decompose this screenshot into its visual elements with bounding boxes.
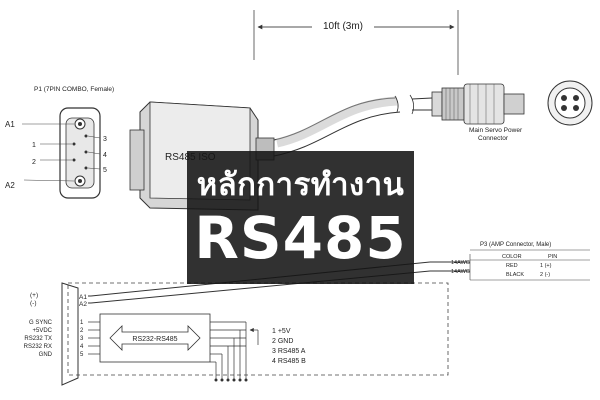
wire-red-pin: 1 (+) <box>540 263 552 269</box>
p1-pin-a1: A1 <box>5 120 15 129</box>
p1-connector: P1 (7PIN COMBO, Female) A1 1 2 A2 3 4 5 <box>5 86 114 199</box>
wire-red: RED <box>506 263 518 269</box>
output-5v: 1 +5V <box>272 328 291 335</box>
p1-pin-2: 2 <box>32 159 36 166</box>
signal-rs232tx: RS232 TX <box>24 336 52 342</box>
p1-pin-1: 1 <box>32 142 36 149</box>
p1-pin-3: 3 <box>103 136 107 143</box>
p1-pin-5: 5 <box>103 167 107 174</box>
p3-header-color: COLOR <box>502 254 522 260</box>
main-connector-label-1: Main Servo Power <box>469 127 523 134</box>
converter-label: RS232-RS485 <box>132 336 177 343</box>
signal-pin-2: 2 <box>80 328 84 334</box>
overlay-title-main: RS485 <box>194 204 407 272</box>
p1-label: P1 (7PIN COMBO, Female) <box>34 86 114 93</box>
left-minus-label: (-) <box>30 300 37 307</box>
main-connector-label-2: Connector <box>478 135 509 142</box>
signal-gnd: GND <box>39 352 53 358</box>
wire-black-pin: 2 (-) <box>540 272 550 278</box>
left-a1-label: A1 <box>79 294 87 301</box>
cable <box>273 94 433 157</box>
signal-pin-4: 4 <box>80 344 84 350</box>
main-servo-connector: Main Servo Power Connector <box>431 80 593 142</box>
left-plus-label: (+) <box>30 292 38 299</box>
wire-gauge-1: 14AWG <box>451 260 470 266</box>
signal-5vdc: +5VDC <box>32 328 52 334</box>
wire-gauge-2: 14AWG <box>451 269 470 275</box>
output-gnd: 2 GND <box>272 338 293 345</box>
output-rs485a: 3 RS485 A <box>272 348 306 355</box>
p1-pin-a2: A2 <box>5 181 15 190</box>
bottom-schematic: (+) (-) A1 A2 G SYNC +5VDC RS232 TX RS23… <box>24 242 590 386</box>
p1-pin-4: 4 <box>103 152 107 159</box>
dimension-line: 10ft (3m) <box>253 10 459 75</box>
output-rs485b: 4 RS485 B <box>272 358 306 365</box>
p3-header-pin: PIN <box>548 254 557 260</box>
signal-pin-1: 1 <box>80 320 84 326</box>
left-a2-label: A2 <box>79 301 87 308</box>
signal-pin-5: 5 <box>80 352 84 358</box>
cable-length-label: 10ft (3m) <box>323 21 363 32</box>
signal-gsync: G SYNC <box>29 320 53 326</box>
overlay-title-thai: หลักการทำงาน <box>196 167 405 203</box>
wire-black: BLACK <box>506 272 524 278</box>
signal-pin-3: 3 <box>80 336 84 342</box>
title-overlay: หลักการทำงาน RS485 <box>187 151 414 284</box>
p3-label: P3 (AMP Connector, Male) <box>480 242 551 248</box>
signal-rs232rx: RS232 RX <box>24 344 52 350</box>
